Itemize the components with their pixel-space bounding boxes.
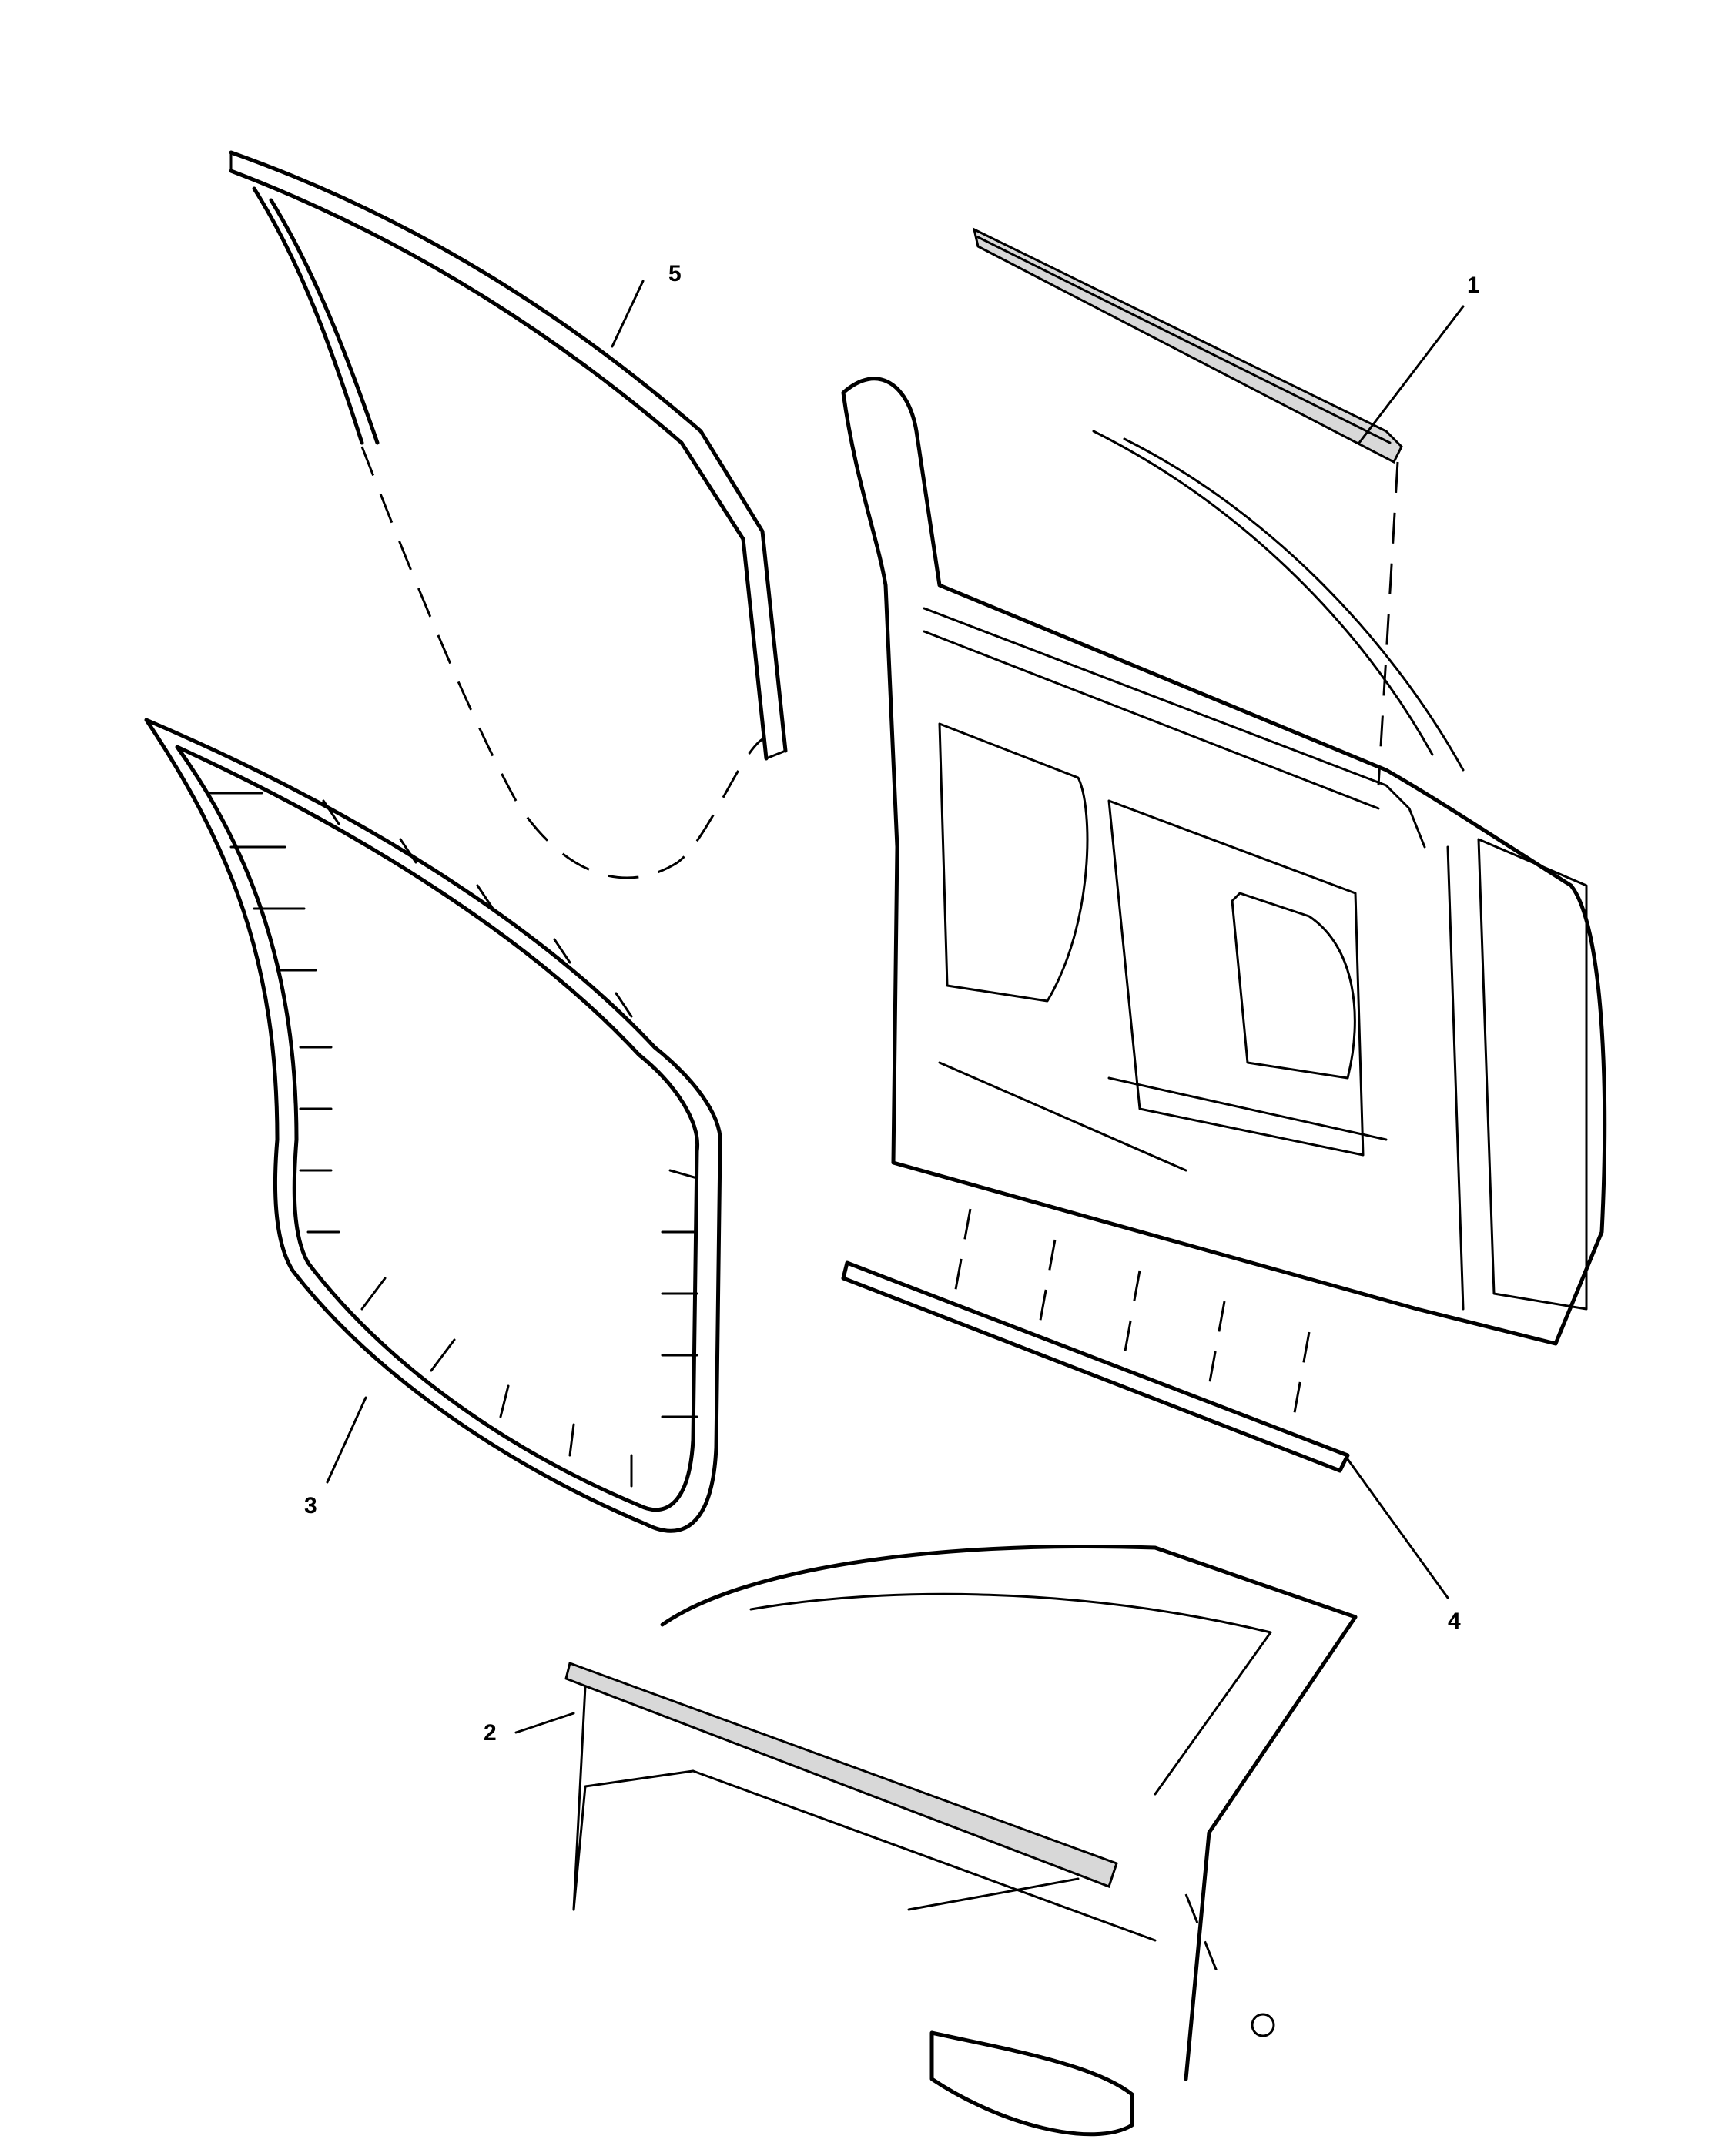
callout-4: 4 [1448, 1609, 1461, 1634]
callout-5: 5 [668, 261, 682, 286]
belt-molding-outer [564, 1545, 1358, 2137]
belt-weatherstrip-inner [972, 227, 1403, 786]
callout-2: 2 [484, 1720, 497, 1746]
door-weatherstrip [144, 718, 722, 1533]
door-shell [841, 377, 1607, 1346]
leader-lines [326, 280, 1465, 1734]
callout-1: 1 [1467, 273, 1480, 298]
callout-3: 3 [304, 1493, 317, 1518]
door-sill-seal [841, 1208, 1350, 1473]
glass-run-channel [229, 150, 788, 879]
